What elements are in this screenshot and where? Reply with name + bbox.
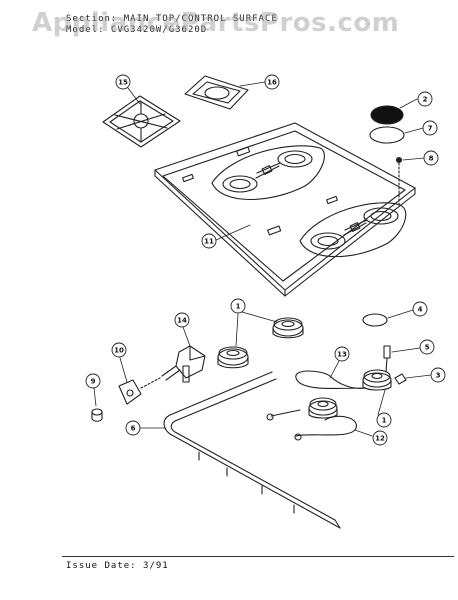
section-title: Section: MAIN TOP/CONTROL SURFACE [66,14,278,24]
burner-grate [102,95,181,148]
callout-4: 4 [412,301,428,317]
gasket-ring [362,313,388,327]
issue-date: Issue Date: 3/91 [66,561,169,571]
callout-5: 5 [419,339,435,355]
knob [91,408,103,422]
igniter-electrode [383,345,391,373]
burner-left [217,346,249,369]
header: Section: MAIN TOP/CONTROL SURFACE Model:… [0,0,458,44]
igniter-clip [394,373,407,385]
svg-text:14: 14 [177,317,187,325]
gas-tube [295,415,357,437]
svg-text:15: 15 [118,79,128,87]
callout-3: 3 [430,367,446,383]
model-title: Model: CVG3420W/G3620D [66,25,208,35]
svg-text:6: 6 [131,425,136,433]
callout-16: 16 [264,74,280,90]
manifold-pipe [163,371,341,529]
svg-text:7: 7 [428,125,433,133]
callout-12: 12 [372,430,388,446]
callout-10: 10 [111,342,127,358]
callout-13: 13 [334,346,350,362]
svg-text:5: 5 [425,344,430,352]
footer-rule [62,556,454,557]
svg-text:1: 1 [382,417,387,425]
callout-11: 11 [201,233,217,249]
callout-7: 7 [422,120,438,136]
svg-text:8: 8 [429,155,434,163]
callout-1-lower: 1 [376,412,392,428]
burner-tube [295,370,367,390]
burner-right-front [308,397,338,419]
svg-text:13: 13 [337,351,347,359]
burner-upper [272,317,304,339]
burner-cap-ring [369,126,405,144]
leader-lines [93,81,432,437]
burner-cap [370,105,404,125]
svg-text:4: 4 [418,306,423,314]
callout-14: 14 [174,312,190,328]
svg-text:3: 3 [436,372,441,380]
screw [395,156,403,206]
burner-right-rear [362,369,392,391]
svg-text:1: 1 [236,303,241,311]
callout-9: 9 [85,373,101,389]
ignition-switch [118,377,161,405]
callout-15: 15 [115,74,131,90]
svg-text:2: 2 [423,96,428,104]
callout-6: 6 [125,420,141,436]
svg-text:16: 16 [267,79,277,87]
main-top [154,122,416,297]
gas-valve [161,345,206,383]
burner-grate-small [184,75,249,110]
watermark: AppliancePartsPros.com [32,8,400,38]
callout-8: 8 [423,150,439,166]
svg-text:9: 9 [91,378,96,386]
callout-2: 2 [417,91,433,107]
callout-1-upper: 1 [230,298,246,314]
svg-text:10: 10 [114,347,124,355]
svg-text:12: 12 [375,435,385,443]
svg-text:11: 11 [204,238,214,246]
